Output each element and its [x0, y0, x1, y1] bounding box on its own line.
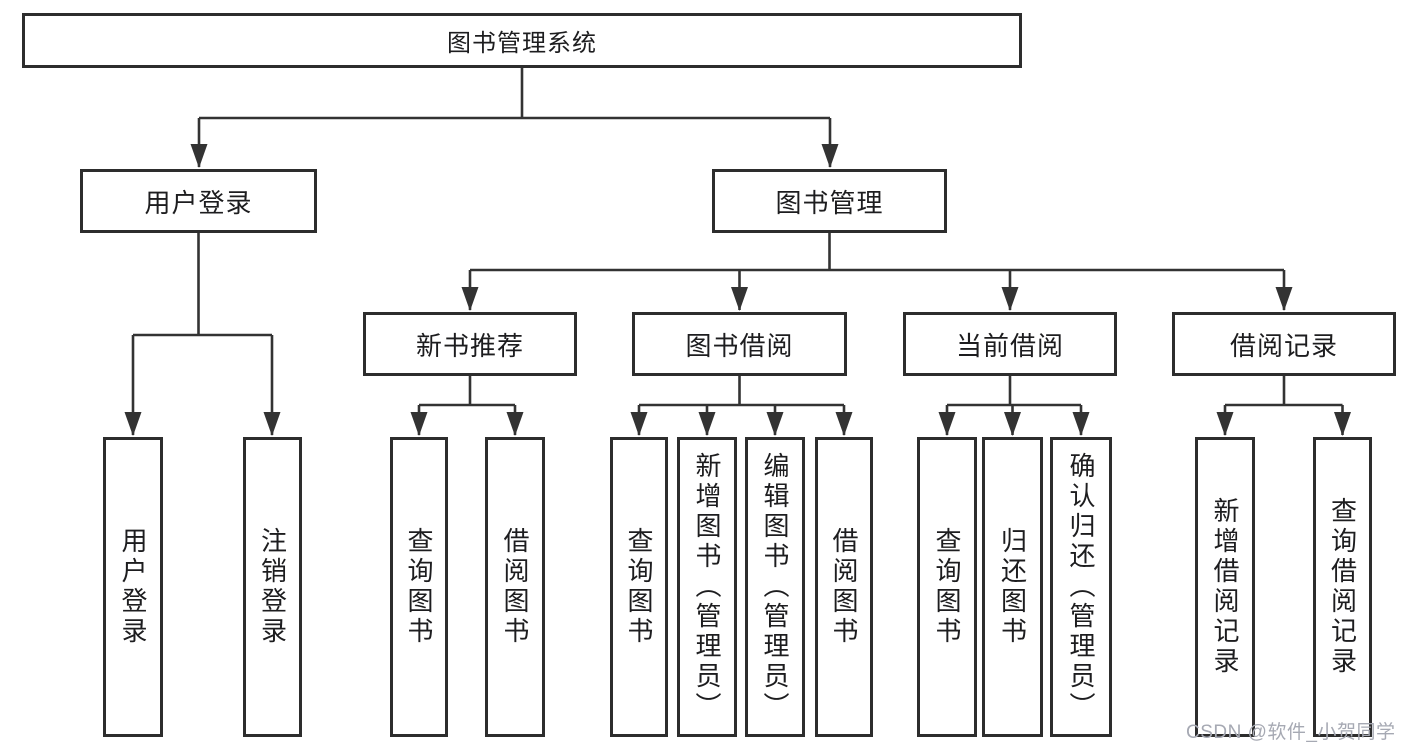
- node-current-borrow: 当前借阅: [903, 312, 1117, 376]
- leaf-borrow-books-recommend: 借阅图书: [485, 437, 545, 737]
- leaf-label: 借阅图书: [829, 527, 859, 647]
- node-label: 当前借阅: [955, 330, 1064, 361]
- leaf-confirm-return-admin: 确认归还（管理员）: [1050, 437, 1112, 737]
- node-label: 借阅记录: [1229, 330, 1338, 361]
- leaf-query-books-current: 查询图书: [917, 437, 977, 737]
- leaf-query-borrow-record: 查询借阅记录: [1313, 437, 1372, 737]
- leaf-user-login: 用户登录: [103, 437, 163, 737]
- leaf-return-book: 归还图书: [982, 437, 1043, 737]
- leaf-label: 新增图书（管理员）: [692, 452, 722, 722]
- csdn-watermark: CSDN @软件_小贺同学: [1186, 722, 1396, 743]
- leaf-query-books-borrow: 查询图书: [610, 437, 668, 737]
- leaf-label: 注销登录: [257, 527, 288, 647]
- leaf-label: 查询图书: [624, 527, 654, 647]
- node-borrow-records: 借阅记录: [1172, 312, 1396, 376]
- root-label: 图书管理系统: [447, 30, 597, 57]
- leaf-label: 查询借阅记录: [1327, 497, 1358, 677]
- leaf-label: 确认归还（管理员）: [1066, 452, 1096, 722]
- node-label: 图书借阅: [685, 330, 794, 361]
- leaf-add-book-admin: 新增图书（管理员）: [677, 437, 737, 737]
- leaf-query-books-recommend: 查询图书: [390, 437, 448, 737]
- leaf-label: 查询图书: [932, 527, 962, 647]
- leaf-logout: 注销登录: [243, 437, 302, 737]
- leaf-add-borrow-record: 新增借阅记录: [1195, 437, 1255, 737]
- node-label: 用户登录: [144, 187, 253, 218]
- leaf-borrow-books: 借阅图书: [815, 437, 873, 737]
- leaf-label: 借阅图书: [500, 527, 530, 647]
- leaf-label: 新增借阅记录: [1210, 497, 1240, 677]
- node-book-borrow: 图书借阅: [632, 312, 847, 376]
- node-user-login: 用户登录: [80, 169, 317, 233]
- node-new-book-recommend: 新书推荐: [363, 312, 577, 376]
- node-label: 图书管理: [775, 187, 884, 218]
- leaf-edit-book-admin: 编辑图书（管理员）: [745, 437, 805, 737]
- leaf-label: 编辑图书（管理员）: [760, 452, 790, 722]
- leaf-label: 归还图书: [997, 527, 1028, 647]
- leaf-label: 用户登录: [118, 527, 148, 647]
- node-label: 新书推荐: [415, 330, 524, 361]
- leaf-label: 查询图书: [404, 527, 434, 647]
- node-root: 图书管理系统: [22, 13, 1022, 68]
- node-book-mgmt: 图书管理: [712, 169, 947, 233]
